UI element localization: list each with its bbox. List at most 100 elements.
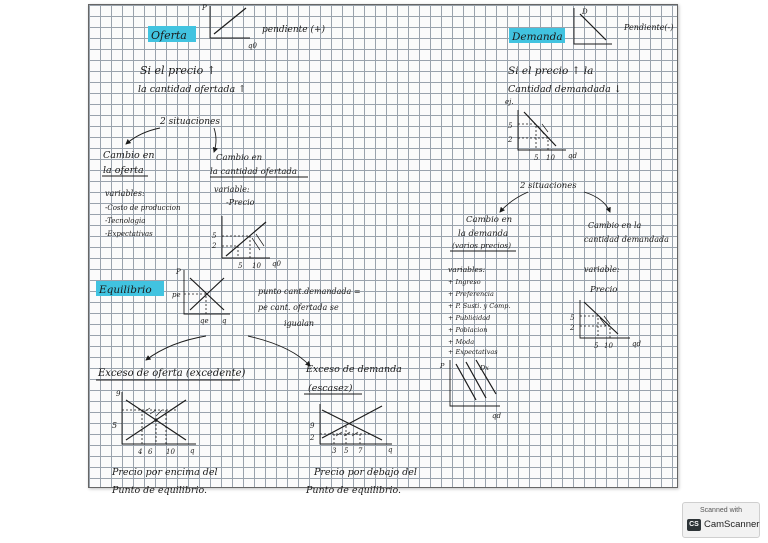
exceso-oferta-caption-2: Punto de equilibrio. bbox=[111, 485, 207, 496]
svg-text:4: 4 bbox=[137, 448, 142, 456]
equilibrio-title: Equilibrio bbox=[98, 284, 152, 296]
cambio-cantidad-demandada-line2: cantidad demandada bbox=[584, 235, 669, 244]
svg-text:2: 2 bbox=[309, 434, 315, 442]
svg-text:10: 10 bbox=[166, 448, 175, 456]
demanda-example-graph: 5 2 5 10 qd bbox=[507, 110, 577, 162]
svg-text:qe: qe bbox=[200, 317, 209, 325]
cambio-cantidad-demandada-graph: 5 2 5 10 qd bbox=[569, 300, 641, 350]
svg-text:q0: q0 bbox=[248, 42, 257, 50]
cambio-demanda-line3: (varios precios) bbox=[452, 241, 511, 250]
svg-text:5: 5 bbox=[112, 421, 117, 430]
demanda-situations: 2 situaciones bbox=[519, 181, 577, 191]
cambio-demanda-item-4: + Poblacion bbox=[448, 326, 487, 334]
equilibrio-graph: P pe qe q bbox=[172, 268, 230, 325]
arrow-to-cambio-demanda bbox=[499, 191, 529, 213]
cambio-cantidad-demandada-variable-title: variable: bbox=[584, 265, 620, 274]
cambio-oferta-line2: la oferta bbox=[103, 165, 144, 176]
cambio-cantidad-line2: la cantidad ofertada bbox=[210, 167, 297, 177]
exceso-demanda-caption-1: Precio por debajo del bbox=[313, 467, 417, 478]
oferta-situations: 2 situaciones bbox=[159, 117, 220, 127]
oferta-title: Oferta bbox=[151, 29, 187, 42]
svg-text:6: 6 bbox=[148, 448, 153, 456]
svg-text:P: P bbox=[201, 4, 207, 12]
arrow-to-cambio-cantidad-demandada bbox=[583, 191, 611, 213]
cambio-demanda-item-3: + Publicidad bbox=[448, 314, 490, 322]
cambio-demanda-item-0: + Ingreso bbox=[448, 278, 481, 286]
cambio-demanda-item-6: + Expectativas bbox=[448, 348, 498, 356]
svg-text:5: 5 bbox=[594, 342, 599, 350]
oferta-highlight bbox=[148, 26, 196, 42]
cambio-cantidad-graph: 5 2 5 10 q0 bbox=[211, 216, 281, 270]
cambio-oferta-line1: Cambio en bbox=[103, 150, 155, 161]
svg-text:pe: pe bbox=[172, 291, 181, 299]
equilibrio-highlight bbox=[96, 281, 164, 296]
svg-text:5: 5 bbox=[534, 154, 539, 162]
cambio-oferta-item-2: -Expectativas bbox=[105, 230, 153, 238]
cambio-demanda-item-2: + P. Susti. y Comp. bbox=[448, 302, 511, 310]
scanned-with-label: Scanned with bbox=[699, 507, 743, 514]
svg-text:10: 10 bbox=[546, 154, 555, 162]
demanda-example-label: ej. bbox=[505, 98, 514, 106]
svg-text:2: 2 bbox=[507, 136, 513, 144]
exceso-oferta-caption-1: Precio por encima del bbox=[111, 467, 218, 478]
svg-text:qd: qd bbox=[632, 340, 641, 348]
exceso-demanda-title-2: (escasez) bbox=[308, 383, 353, 394]
svg-text:9: 9 bbox=[116, 390, 121, 398]
svg-text:q: q bbox=[190, 447, 195, 455]
arrow-to-exceso-oferta bbox=[145, 335, 207, 361]
cambio-oferta-item-0: -Costo de produccion bbox=[105, 204, 181, 212]
cambio-demanda-item-5: + Moda bbox=[448, 338, 474, 346]
svg-text:5: 5 bbox=[344, 447, 349, 455]
exceso-demanda-title-1: Exceso de demanda bbox=[305, 364, 402, 375]
svg-text:2: 2 bbox=[569, 324, 575, 332]
svg-text:5: 5 bbox=[238, 262, 243, 270]
cambio-oferta-item-1: -Tecnologia bbox=[105, 217, 145, 225]
arrow-to-cambio-cantidad bbox=[212, 127, 218, 153]
svg-text:9: 9 bbox=[310, 422, 315, 430]
demanda-slope-label: Pendiente(-) bbox=[623, 23, 673, 32]
svg-text:2: 2 bbox=[211, 242, 217, 250]
svg-text:qd: qd bbox=[568, 152, 577, 160]
svg-text:10: 10 bbox=[252, 262, 261, 270]
cambio-demanda-line1: Cambio en bbox=[466, 215, 512, 225]
oferta-mini-graph: P q0 bbox=[201, 4, 257, 50]
arrow-to-exceso-demanda bbox=[247, 335, 311, 367]
cambio-oferta-variables-title: variables: bbox=[105, 189, 145, 198]
svg-text:qd: qd bbox=[492, 412, 501, 420]
svg-text:q0: q0 bbox=[272, 260, 281, 268]
svg-text:Dx: Dx bbox=[479, 364, 489, 372]
cambio-demanda-graph: P Dx qd bbox=[439, 359, 501, 420]
svg-text:P: P bbox=[175, 268, 181, 276]
demanda-title: Demanda bbox=[511, 31, 563, 43]
svg-text:5: 5 bbox=[570, 314, 575, 322]
oferta-slope-label: pendiente (+) bbox=[262, 24, 326, 35]
cambio-cantidad-variable-item: -Precio bbox=[226, 198, 255, 207]
exceso-demanda-caption-2: Punto de equilibrio. bbox=[305, 485, 401, 496]
svg-text:q: q bbox=[222, 317, 227, 325]
cambio-cantidad-variable-title: variable: bbox=[214, 185, 250, 194]
demanda-mini-graph: D bbox=[573, 8, 612, 45]
demanda-highlight bbox=[509, 28, 565, 43]
svg-text:5: 5 bbox=[212, 232, 217, 240]
svg-text:D: D bbox=[581, 8, 588, 16]
camscanner-badge: Scanned with CS CamScanner bbox=[682, 502, 760, 538]
camscanner-name: CamScanner bbox=[704, 519, 760, 530]
arrow-to-cambio-oferta bbox=[125, 127, 161, 145]
cambio-demanda-item-1: + Preferencia bbox=[448, 290, 494, 298]
cambio-cantidad-demandada-line1: Cambio en la bbox=[588, 221, 642, 230]
demanda-statement-1: Si el precio ↑ la bbox=[508, 65, 593, 77]
oferta-statement-1: Si el precio ↑ bbox=[140, 64, 216, 77]
svg-text:3: 3 bbox=[332, 447, 337, 455]
cambio-cantidad-demandada-variable-item: Precio bbox=[589, 285, 617, 295]
equilibrio-text-3: igualan bbox=[284, 319, 314, 328]
svg-text:P: P bbox=[439, 362, 445, 370]
oferta-statement-2: la cantidad ofertada ↑ bbox=[138, 84, 246, 95]
cambio-cantidad-line1: Cambio en bbox=[216, 153, 262, 163]
camscanner-logo-icon: CS bbox=[687, 519, 701, 531]
svg-text:10: 10 bbox=[604, 342, 613, 350]
notebook-page bbox=[88, 4, 678, 488]
equilibrio-text-2: pe cant. ofertada se bbox=[258, 303, 339, 312]
equilibrio-text-1: punto cant.demandada = bbox=[258, 287, 361, 296]
svg-text:7: 7 bbox=[358, 447, 363, 455]
